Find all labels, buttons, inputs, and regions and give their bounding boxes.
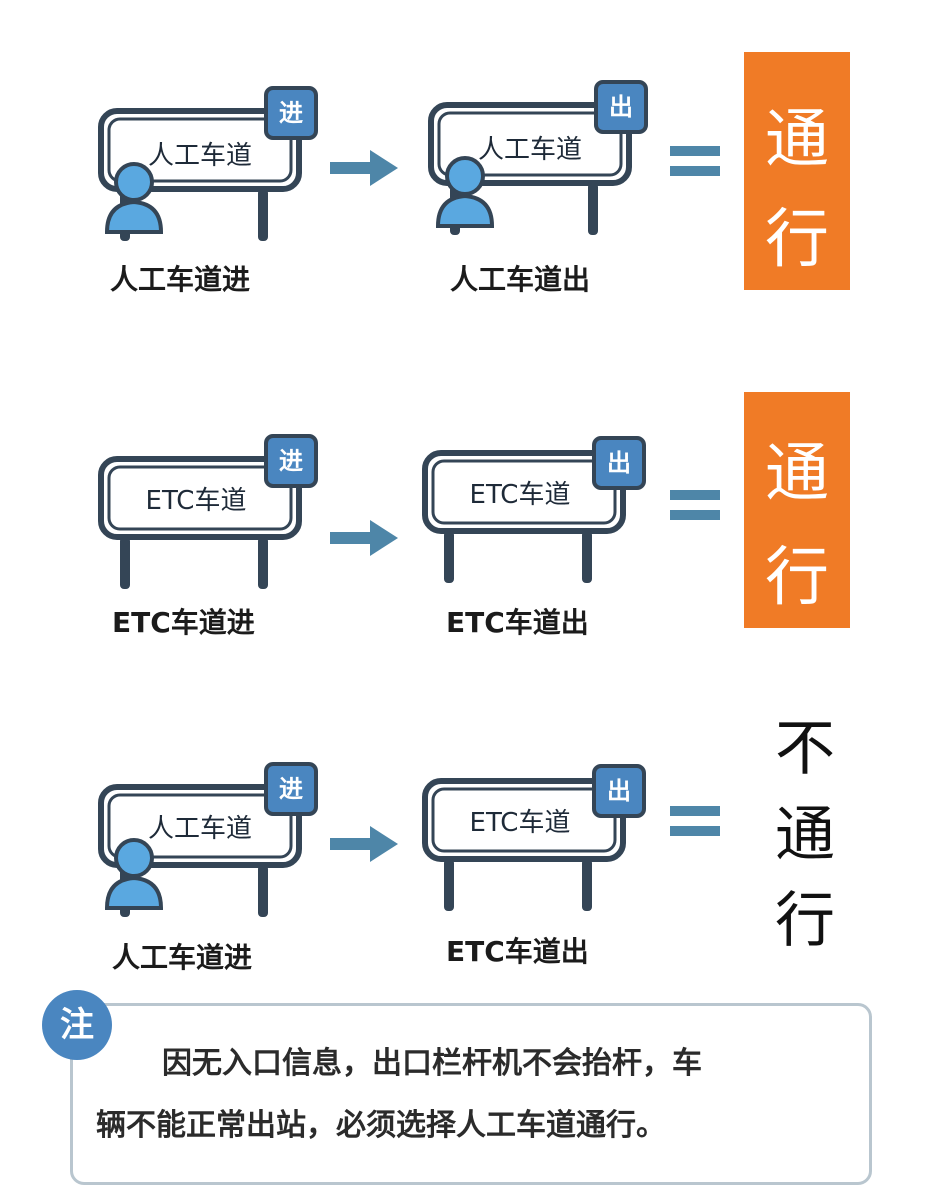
entry-sign-frame xyxy=(98,108,302,241)
exit-caption: ETC车道出 xyxy=(446,606,589,639)
exit-badge: 出 xyxy=(592,436,646,490)
result-char: 通 xyxy=(775,800,835,870)
arrow-right-icon xyxy=(330,150,398,186)
result-char: 行 xyxy=(765,541,829,615)
exit-sign-label: ETC车道 xyxy=(469,480,571,510)
result-no-pass: 不 通 行 xyxy=(760,700,850,960)
arrow-right-icon xyxy=(330,520,398,556)
note-line-2: 辆不能正常出站，必须选择人工车道通行。 xyxy=(96,1108,666,1143)
entry-sign-label: ETC车道 xyxy=(145,486,247,516)
result-char: 行 xyxy=(765,203,829,277)
arrow-right-icon xyxy=(330,826,398,862)
exit-sign-frame xyxy=(422,778,626,911)
person-icon xyxy=(435,156,495,228)
result-pass-box: 通 行 xyxy=(744,392,850,628)
note-line-1: 因无入口信息，出口栏杆机不会抬杆，车 xyxy=(162,1046,702,1081)
exit-sign-label: 人工车道 xyxy=(477,135,582,165)
exit-badge: 出 xyxy=(592,764,646,818)
equals-icon xyxy=(670,806,720,836)
equals-icon xyxy=(670,146,720,176)
entry-caption: 人工车道进 xyxy=(110,263,251,296)
exit-sign-frame xyxy=(422,450,626,583)
note-box xyxy=(70,1003,872,1185)
result-char: 通 xyxy=(765,103,829,177)
exit-badge: 出 xyxy=(594,80,648,134)
entry-caption: ETC车道进 xyxy=(112,606,255,639)
entry-badge: 进 xyxy=(264,86,318,140)
equals-icon xyxy=(670,490,720,520)
result-char: 通 xyxy=(765,437,829,511)
entry-sign-frame xyxy=(98,456,302,589)
entry-sign-label: 人工车道 xyxy=(147,814,252,844)
entry-caption: 人工车道进 xyxy=(112,941,253,974)
entry-badge: 进 xyxy=(264,434,318,488)
note-icon: 注 xyxy=(42,990,112,1060)
entry-badge: 进 xyxy=(264,762,318,816)
result-char: 行 xyxy=(775,886,835,956)
entry-sign-label: 人工车道 xyxy=(147,141,252,171)
result-pass-box: 通 行 xyxy=(744,52,850,290)
exit-caption: ETC车道出 xyxy=(446,935,589,968)
exit-caption: 人工车道出 xyxy=(450,263,591,296)
result-char: 不 xyxy=(775,714,835,784)
person-icon xyxy=(104,162,164,234)
exit-sign-label: ETC车道 xyxy=(469,808,571,838)
person-icon xyxy=(104,838,164,910)
